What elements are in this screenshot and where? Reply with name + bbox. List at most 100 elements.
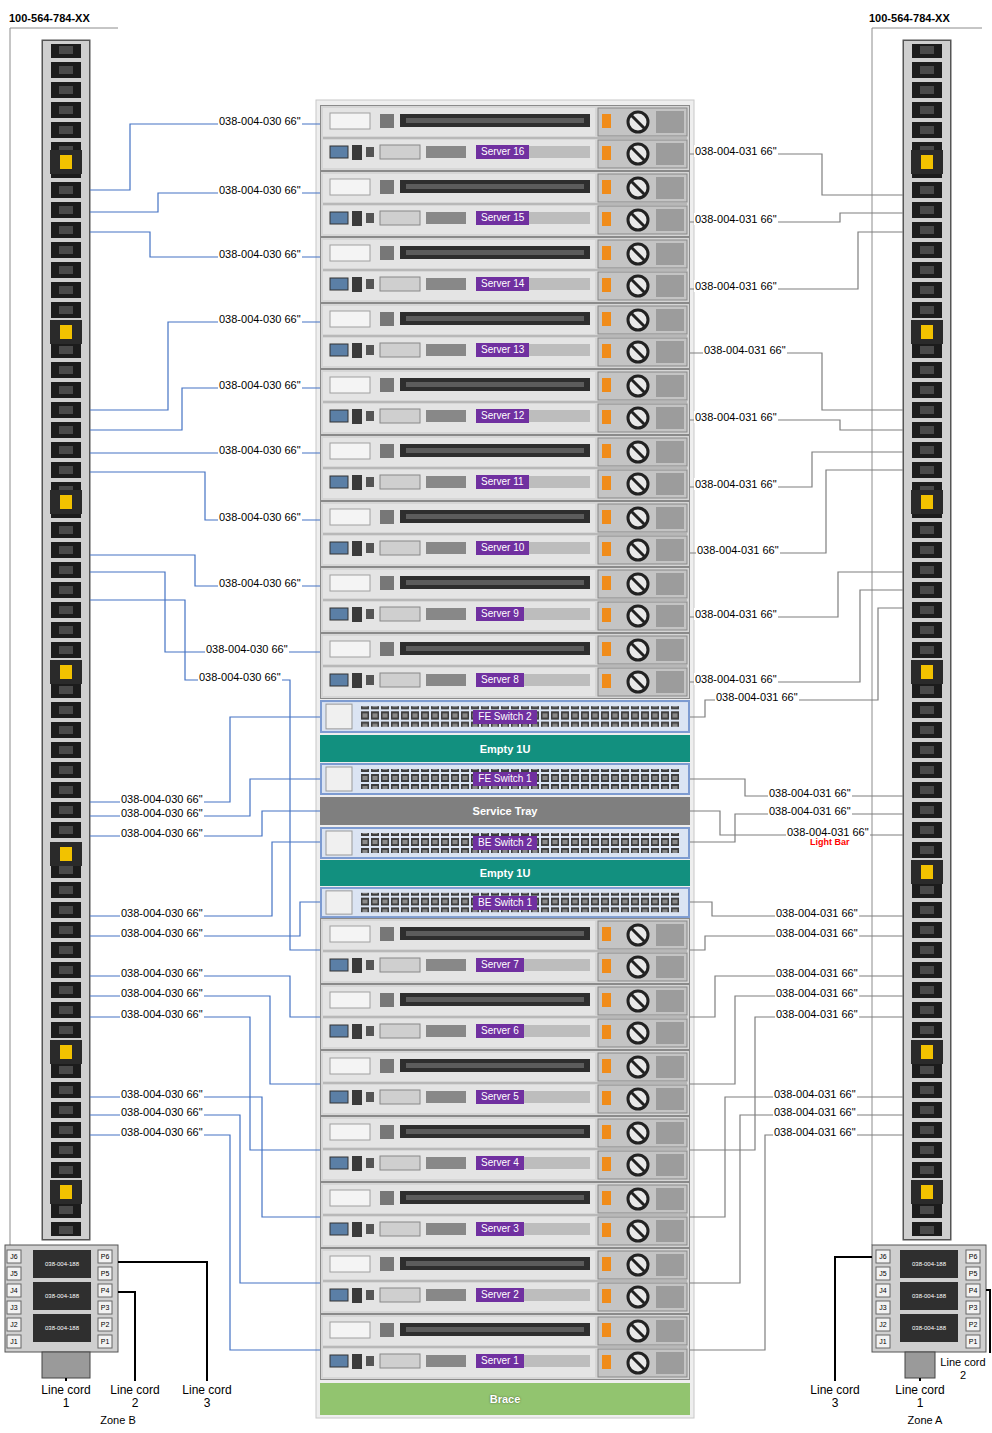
label-holder: J6 <box>7 1250 21 1263</box>
breaker-module <box>966 1318 980 1331</box>
server-box: Server 9 <box>320 567 690 633</box>
cable-part-label: 038-004-030 66" <box>120 987 204 999</box>
cable-label-holder: 038-004-030 66" <box>218 375 302 393</box>
label-holder: P2 <box>98 1318 112 1331</box>
brace-bar: Brace <box>320 1383 690 1415</box>
power-cable <box>690 608 903 717</box>
cable-part-label: 038-004-031 66" <box>775 907 859 919</box>
breaker <box>50 320 82 344</box>
breaker <box>50 490 82 514</box>
cable-part-label: 038-004-030 66" <box>218 511 302 523</box>
label-holder: Line cord 1 <box>892 1384 948 1410</box>
cable-part-label: 038-004-031 66" <box>768 805 852 817</box>
connector-pin: J1 <box>7 1335 21 1348</box>
label-holder: J3 <box>876 1301 890 1314</box>
power-cable <box>690 590 903 682</box>
connector-pin: P5 <box>98 1267 112 1280</box>
cable-label-holder: 038-004-030 66" <box>120 789 204 807</box>
cable-part-label: 038-004-031 66" <box>694 673 778 685</box>
power-cable <box>90 322 320 410</box>
cord-part-number: 038-004-188 <box>33 1323 91 1333</box>
breaker-module <box>7 1301 21 1314</box>
power-cable <box>690 814 903 842</box>
power-cable <box>690 232 903 289</box>
breaker-module <box>5 1245 986 1378</box>
pdu-body <box>42 40 90 1240</box>
cable-part-label: 038-004-030 66" <box>120 1126 204 1138</box>
connector-pin: P6 <box>966 1250 980 1263</box>
breaker-module <box>900 1282 958 1310</box>
label-holder: J6 <box>876 1250 890 1263</box>
cable-label-holder: 038-004-031 66" <box>775 903 859 921</box>
line-cord-wire <box>919 1378 921 1381</box>
connector-pin: P1 <box>98 1335 112 1348</box>
breaker-module <box>876 1250 890 1263</box>
breaker <box>911 150 943 174</box>
breaker-module <box>966 1301 980 1314</box>
breaker-module <box>98 1250 112 1263</box>
cable-label-holder: 038-004-030 66" <box>218 573 302 591</box>
label-holder: P4 <box>966 1284 980 1297</box>
breaker-module <box>876 1318 890 1331</box>
cable-label-holder: 038-004-030 66" <box>218 309 302 327</box>
cable-label-holder: 038-004-031 66" <box>786 822 870 840</box>
cable-label-holder: 038-004-031 66" <box>696 540 780 558</box>
cable-part-label: 038-004-030 66" <box>120 1088 204 1100</box>
server-box: Server 3 <box>320 1182 690 1248</box>
brace-label: Brace <box>490 1393 521 1405</box>
cable-label-holder: 038-004-031 66" <box>775 923 859 941</box>
server-label: Server 16 <box>476 145 529 159</box>
cable-part-label: 038-004-031 66" <box>694 478 778 490</box>
cable-part-label: 038-004-031 66" <box>703 344 787 356</box>
cable-label-holder: 038-004-030 66" <box>205 639 289 657</box>
cable-label-holder: 038-004-030 66" <box>218 507 302 525</box>
server-label: Server 6 <box>476 1024 524 1038</box>
server-label: Server 15 <box>476 211 529 225</box>
cable-part-label: 038-004-030 66" <box>218 184 302 196</box>
cable-label-holder: 038-004-030 66" <box>120 1084 204 1102</box>
cable-part-label: 038-004-030 66" <box>218 379 302 391</box>
breaker-module <box>7 1267 21 1280</box>
server-chassis <box>321 1315 690 1380</box>
label-holder: J1 <box>7 1335 21 1348</box>
switch-chassis <box>321 764 689 794</box>
switch-chassis <box>321 701 689 917</box>
label-holder: J5 <box>7 1267 21 1280</box>
label-holder: Light Bar <box>810 837 850 848</box>
label-holder: Line cord 2 <box>107 1384 163 1410</box>
tray-label: Service Tray <box>473 805 538 817</box>
connector-pin: P5 <box>966 1267 980 1280</box>
power-cable <box>690 213 903 222</box>
cable-label-holder: 038-004-031 66" <box>694 276 778 294</box>
cable-label-holder: 038-004-031 66" <box>773 1102 857 1120</box>
power-cable <box>90 472 320 520</box>
cable-part-label: 038-004-030 66" <box>218 248 302 260</box>
cable-part-label: 038-004-031 66" <box>768 787 852 799</box>
connector-pin: J3 <box>876 1301 890 1314</box>
label-holder: J4 <box>876 1284 890 1297</box>
label-holder: J3 <box>7 1301 21 1314</box>
server-chassis <box>321 568 690 633</box>
power-cable <box>90 717 320 802</box>
zone-label: Zone A <box>903 1414 947 1427</box>
breaker-module <box>876 1335 890 1348</box>
label-holder: J2 <box>7 1318 21 1331</box>
server-label: Server 11 <box>476 475 529 489</box>
label-holder: Line cord 2 <box>938 1356 988 1382</box>
zone-label: Zone B <box>96 1414 140 1427</box>
server-box: Server 14 <box>320 237 690 303</box>
pdu-strip: 100-564-784-XX <box>42 40 90 1240</box>
cable-label-holder: 038-004-031 66" <box>694 474 778 492</box>
power-cable <box>90 572 320 652</box>
cord-part-number: 038-004-188 <box>900 1259 958 1269</box>
server-box: Server 10 <box>320 501 690 567</box>
power-cable <box>90 452 320 453</box>
pdu-body <box>911 44 943 1236</box>
cable-part-label: 038-004-030 66" <box>218 115 302 127</box>
line-cord-label: Line cord 2 <box>107 1384 163 1410</box>
breaker-module <box>98 1335 112 1348</box>
power-cable <box>690 154 903 195</box>
